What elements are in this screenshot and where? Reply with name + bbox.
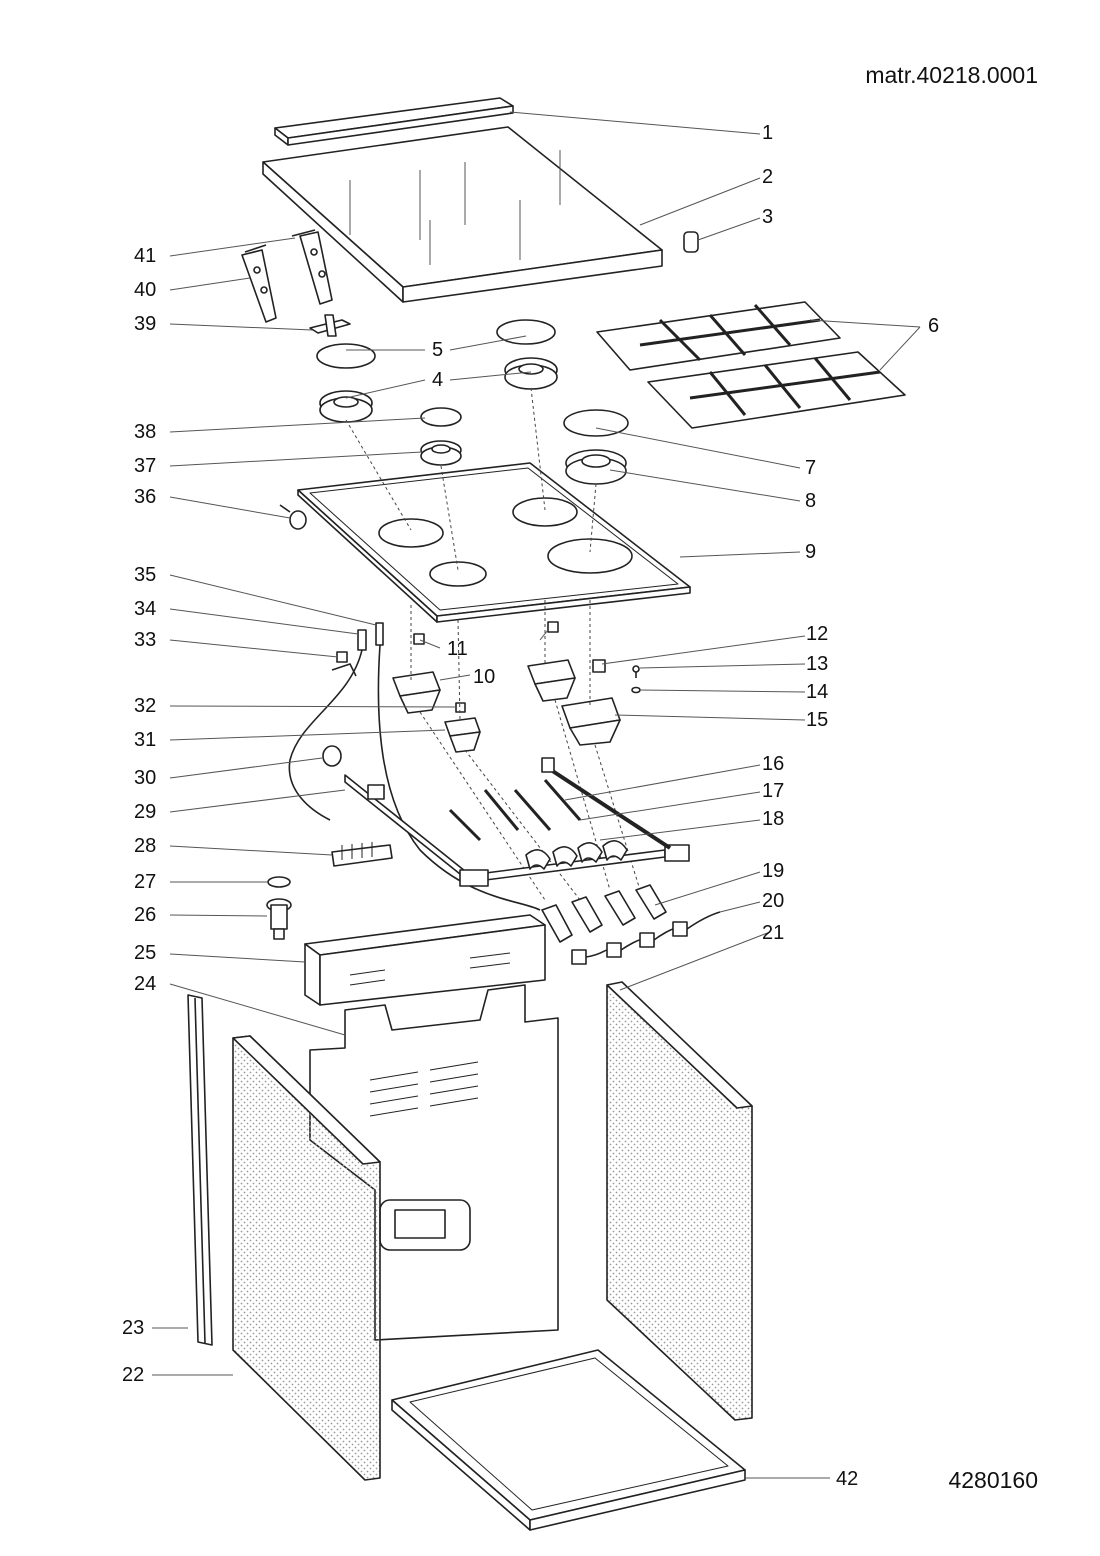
callout-2: 2 (762, 166, 774, 188)
part-29-manifold-support (344, 774, 690, 887)
part-40-lid-hinge (241, 231, 333, 323)
part-27-seal (267, 876, 291, 888)
part-6-pan-support-grid (596, 301, 906, 429)
callout-9: 9 (805, 541, 817, 563)
part-24-oven-cavity (309, 984, 559, 1341)
part-3-lid-buffer (683, 231, 699, 253)
callout-8: 8 (805, 490, 817, 512)
part-14-washer (631, 686, 641, 694)
callout-12: 12 (806, 623, 829, 645)
part-18-tube-clip (525, 840, 628, 870)
part-15-large-burner-cup (561, 697, 621, 746)
part-13-screw (632, 665, 640, 678)
callout-18: 18 (762, 808, 785, 830)
callout-4: 4 (432, 369, 444, 391)
part-36-screw-and-bush (279, 504, 307, 530)
part-41-hinge-pin (244, 229, 316, 253)
callout-41: 41 (134, 245, 157, 267)
callout-25: 25 (134, 942, 157, 964)
callout-32: 32 (134, 695, 157, 717)
callout-15: 15 (806, 709, 829, 731)
callout-5: 5 (432, 339, 444, 361)
part-23-side-rail (187, 994, 213, 1346)
callout-20: 20 (762, 890, 785, 912)
part-38-small-burner-cap (420, 407, 462, 427)
part-21-right-side-panel (606, 981, 753, 1421)
callout-30: 30 (134, 767, 157, 789)
part-11-injector (413, 621, 559, 645)
callout-3: 3 (762, 206, 774, 228)
part-2-glass-lid (262, 126, 663, 303)
callout-28: 28 (134, 835, 157, 857)
callout-39: 39 (134, 313, 157, 335)
callout-10: 10 (473, 666, 496, 688)
part-7-large-burner-cap (563, 409, 629, 437)
callout-6: 6 (928, 315, 940, 337)
callout-19: 19 (762, 860, 785, 882)
part-25-control-panel-support (304, 914, 546, 1006)
callout-26: 26 (134, 904, 157, 926)
callout-37: 37 (134, 455, 157, 477)
part-12-injector-large (592, 659, 606, 673)
part-9-hob-top (297, 462, 691, 623)
callout-29: 29 (134, 801, 157, 823)
part-28-terminal-block (331, 842, 393, 867)
part-17-gas-tube (448, 779, 582, 842)
part-33-spring-clip (331, 651, 357, 677)
callout-33: 33 (134, 629, 157, 651)
callout-38: 38 (134, 421, 157, 443)
part-34-ignition-electrode (288, 629, 367, 821)
callout-11: 11 (447, 638, 468, 660)
part-39-wok-adapter (309, 314, 351, 337)
callout-36: 36 (134, 486, 157, 508)
part-22-left-side-panel (232, 1035, 381, 1481)
part-20-microswitch (571, 911, 721, 965)
part-30-nut (322, 745, 342, 767)
callout-31: 31 (134, 729, 157, 751)
callout-7: 7 (805, 457, 817, 479)
callout-22: 22 (122, 1364, 145, 1386)
drawing-number: 4280160 (948, 1467, 1038, 1493)
part-19-gas-tap (541, 884, 667, 943)
part-42-plinth (391, 1349, 746, 1531)
part-32-small-injector (455, 702, 466, 713)
callout-16: 16 (762, 753, 785, 775)
leader-lines (152, 111, 921, 1479)
callout-23: 23 (122, 1317, 145, 1339)
part-37-small-burner-head (420, 440, 462, 466)
callout-35: 35 (134, 564, 157, 586)
callout-17: 17 (762, 780, 785, 802)
part-31-small-burner-cup (444, 717, 481, 753)
part-16-gas-manifold (541, 757, 672, 850)
part-26-gas-inlet-fitting (266, 898, 292, 940)
callout-21: 21 (762, 922, 785, 944)
callout-24: 24 (134, 973, 157, 995)
part-4-burner-head (319, 357, 558, 423)
part-1-top-trim-strip (274, 97, 514, 146)
part-8-large-burner-head (565, 449, 627, 485)
callout-40: 40 (134, 279, 157, 301)
callout-14: 14 (806, 681, 829, 703)
callout-42: 42 (836, 1468, 859, 1490)
document-id: matr.40218.0001 (865, 62, 1038, 88)
callout-13: 13 (806, 653, 829, 675)
callout-34: 34 (134, 598, 157, 620)
part-35-thermocouple (375, 622, 541, 911)
callout-27: 27 (134, 871, 157, 893)
callout-1: 1 (762, 122, 774, 144)
